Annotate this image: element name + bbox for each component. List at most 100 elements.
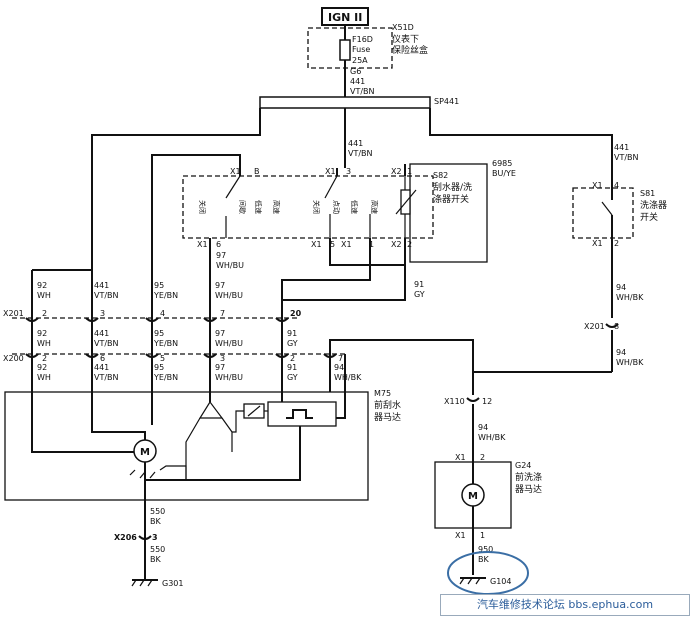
w550a-c: 550	[150, 507, 165, 516]
rb-c4: 91	[287, 363, 297, 372]
m75-box	[4, 391, 369, 501]
rt-c0: 92	[37, 281, 47, 290]
w441-right-k: VT/BN	[614, 153, 639, 162]
s82-pin-1: 1	[407, 167, 412, 176]
x200-label: X200	[3, 354, 24, 363]
rt-k1: VT/BN	[94, 291, 119, 300]
s82-pin-x22: X2	[391, 240, 402, 249]
row-mid-labels: 92 WH 441 VT/BN 95 YE/BN 97 WH/BU 91 GY	[37, 329, 298, 348]
ground-left-label: G301	[162, 579, 183, 588]
g24-name-l1: 前洗涤	[515, 471, 542, 483]
s82-pin-1b: 1	[369, 240, 374, 249]
x201-pin-2: 4	[160, 309, 165, 318]
x200-pin-3: 3	[220, 354, 225, 363]
g24-id: G24	[515, 461, 531, 470]
ground-right-label: G104	[490, 577, 511, 586]
w550a-k: BK	[150, 517, 161, 526]
x206-pin: 3	[152, 533, 158, 542]
g24-x-bot: X1	[455, 531, 466, 540]
s82-pos-5: 点动	[332, 200, 341, 214]
g24-name-l2: 器马达	[515, 483, 542, 495]
s82-pin-6: 6	[216, 240, 221, 249]
s82-pin-x11: X1	[341, 240, 352, 249]
s82-pos-2: 低速	[254, 200, 263, 214]
w441-right-c: 441	[614, 143, 629, 152]
x200-pin-5: 7	[338, 354, 343, 363]
s82-pin-2: 2	[407, 240, 412, 249]
ign-label: IGN II	[328, 11, 362, 24]
s82-pin-3: 3	[346, 167, 351, 176]
s82-pin-5: 5	[330, 240, 335, 249]
s81-pin-top: 4	[614, 181, 619, 190]
s82-pin-b: B	[254, 167, 260, 176]
w94-low-c: 94	[478, 423, 488, 432]
w441-mid-c: 441	[348, 139, 363, 148]
rm-c2: 95	[154, 329, 164, 338]
s82-positions: 关闭 间歇 低速 高速 关闭 点动 低速 高速	[198, 200, 379, 214]
s81-x-top: X1	[592, 181, 603, 190]
g24-pin-bot: 1	[480, 531, 485, 540]
m75-name-l2: 器马达	[374, 411, 401, 423]
rb-k3: WH/BU	[215, 373, 243, 382]
g6-circuit: 441	[350, 77, 365, 86]
x201-pin-3: 7	[220, 309, 225, 318]
rt-c1: 441	[94, 281, 109, 290]
s82-pos-6: 低速	[350, 200, 359, 214]
w94-after-x201-c: 94	[616, 348, 626, 357]
s82-solid-box	[409, 163, 488, 263]
s82-pin-x15: X1	[311, 240, 322, 249]
g6-pin: G6	[350, 67, 361, 76]
rb-c2: 95	[154, 363, 164, 372]
rm-c4: 91	[287, 329, 297, 338]
rm-k4: GY	[287, 339, 298, 348]
w97-top-k: WH/BU	[216, 261, 244, 270]
w550b-c: 550	[150, 545, 165, 554]
rm-c1: 441	[94, 329, 109, 338]
s82-dashed-box	[182, 175, 434, 239]
x206-label: X206	[114, 533, 137, 542]
w94-low-k: WH/BK	[478, 433, 506, 442]
x201-pin-4: 20	[290, 309, 302, 318]
x201-right-label: X201	[584, 322, 605, 331]
s82-pin-x13: X1	[325, 167, 336, 176]
rb-k2: YE/BN	[153, 373, 178, 382]
s82-pin-x16: X1	[197, 240, 208, 249]
w94-after-x201-k: WH/BK	[616, 358, 644, 367]
rm-c3: 97	[215, 329, 225, 338]
x200-pin-1: 6	[100, 354, 105, 363]
rb-k1: VT/BN	[94, 373, 119, 382]
m75-id: M75	[374, 389, 391, 398]
x201-label: X201	[3, 309, 24, 318]
s82-circuit: 6985	[492, 159, 512, 168]
rm-k2: YE/BN	[153, 339, 178, 348]
s81-dashed-box	[572, 187, 634, 239]
rt-c3: 97	[215, 281, 225, 290]
row-top-labels: 92 WH 441 VT/BN 95 YE/BN 97 WH/BU	[37, 281, 243, 300]
watermark-footer: 汽车维修技术论坛 bbs.ephua.com	[440, 594, 690, 616]
fuse-box	[307, 27, 393, 69]
m75-module	[267, 401, 337, 427]
s81-pin-bot: 2	[614, 239, 619, 248]
s81-name-l1: 洗涤器	[640, 199, 667, 211]
rm-k1: VT/BN	[94, 339, 119, 348]
m75-name-l1: 前刮水	[374, 399, 401, 411]
g24-pin-top: 2	[480, 453, 485, 462]
fuse-connector: X51D	[392, 23, 414, 32]
s81-id: S81	[640, 189, 655, 198]
x200-pin-4: 2	[290, 354, 295, 363]
s82-id: S82	[433, 171, 448, 180]
rm-k0: WH	[37, 339, 51, 348]
rt-c2: 95	[154, 281, 164, 290]
splice-bar	[259, 96, 431, 109]
w950-c: 950	[478, 545, 493, 554]
rb-c5: 94	[334, 363, 344, 372]
fuse-id: F16D	[352, 35, 373, 44]
g24-x-top: X1	[455, 453, 466, 462]
w91-top-k: GY	[414, 290, 425, 299]
s82-pos-0: 关闭	[198, 200, 207, 214]
x201-pin-1: 3	[100, 309, 105, 318]
splice-label: SP441	[434, 97, 459, 106]
rb-k0: WH	[37, 373, 51, 382]
w550b-k: BK	[150, 555, 161, 564]
rb-k5: WH/BK	[334, 373, 362, 382]
